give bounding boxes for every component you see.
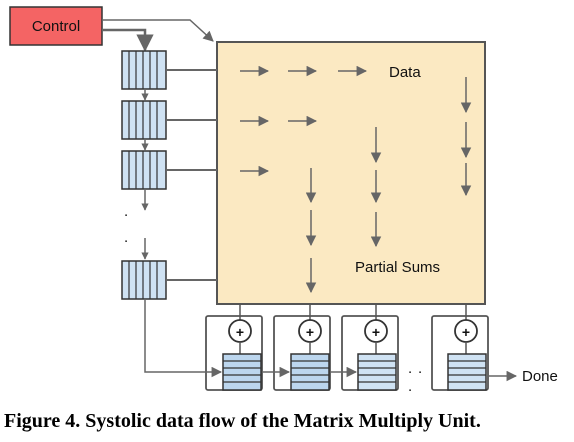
fifo-to-accumulator-line bbox=[144, 299, 223, 378]
control-block: Control bbox=[9, 6, 103, 46]
plus-sign-3: + bbox=[372, 324, 380, 340]
weight-fifo-n bbox=[121, 260, 167, 300]
fifo-ellipsis-dot-1: . bbox=[124, 203, 128, 220]
weight-fifo-1 bbox=[121, 50, 167, 90]
control-box bbox=[9, 6, 103, 46]
plus-sign-2: + bbox=[306, 324, 314, 340]
accumulator-2: + bbox=[273, 304, 331, 391]
partial-sum-flow-arrows bbox=[305, 77, 472, 294]
accumulator-3: + bbox=[341, 304, 399, 391]
weight-fifo-2 bbox=[121, 100, 167, 140]
done-label: Done bbox=[522, 368, 558, 385]
accumulator-1: + bbox=[205, 304, 263, 391]
accumulator-ellipsis-dot-2: . bbox=[418, 360, 422, 377]
partial-sums-label: Partial Sums bbox=[355, 259, 440, 276]
data-label: Data bbox=[389, 64, 421, 81]
accumulator-ellipsis-dot-3: . bbox=[408, 378, 412, 395]
fifo-ellipsis-dot-2: . bbox=[124, 229, 128, 246]
control-to-fifo-line bbox=[102, 28, 154, 52]
accumulator-flow-lines bbox=[144, 299, 518, 382]
plus-sign-1: + bbox=[236, 324, 244, 340]
control-label: Control bbox=[32, 18, 80, 35]
plus-sign-n: + bbox=[462, 324, 470, 340]
accumulator-ellipsis-dot-1: . bbox=[408, 360, 412, 377]
weight-fifo-stack: . . bbox=[121, 50, 217, 300]
accumulator-n: + bbox=[431, 304, 489, 391]
weight-fifo-3 bbox=[121, 150, 167, 190]
control-lines bbox=[102, 19, 214, 52]
matrix-multiply-unit bbox=[216, 41, 486, 305]
data-flow-arrows bbox=[240, 65, 368, 177]
accumulator-row: + + + bbox=[205, 304, 489, 395]
figure-caption: Figure 4. Systolic data flow of the Matr… bbox=[4, 410, 481, 432]
control-to-matrix-line bbox=[102, 19, 214, 42]
